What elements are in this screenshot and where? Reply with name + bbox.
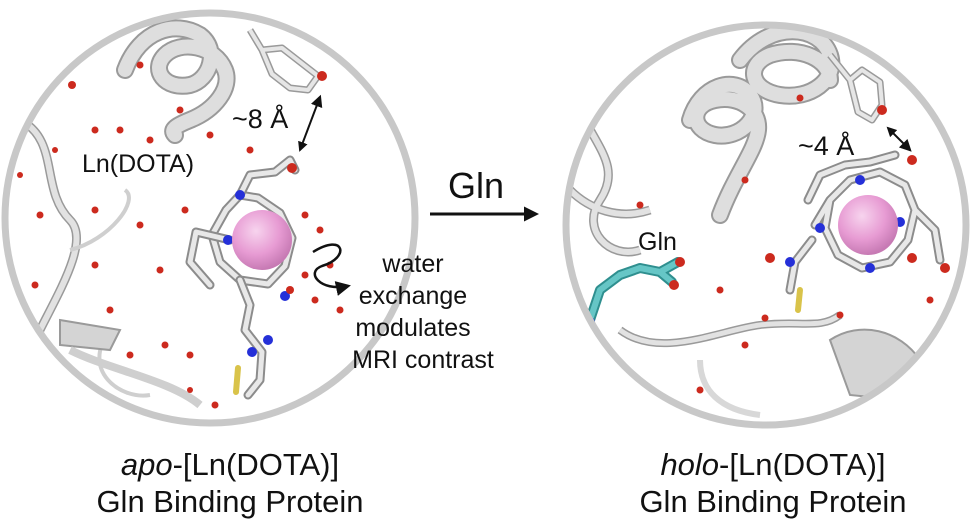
holo-caption: holo-[Ln(DOTA)] Gln Binding Protein — [573, 446, 973, 520]
gln-arrow-label: Gln — [448, 165, 504, 206]
tyrosine-oxygen — [317, 71, 327, 81]
ligand-label: Gln — [638, 228, 677, 256]
lanthanide-ion — [232, 210, 292, 270]
holo-view-border — [562, 21, 970, 429]
holo-distance-arrow — [886, 126, 912, 152]
apo-caption-line-2: Gln Binding Protein — [96, 484, 364, 519]
apo-distance-arrow — [298, 94, 323, 152]
holo-caption-suffix: -[Ln(DOTA)] — [719, 447, 886, 482]
holo-distance-label: ~4 Å — [798, 130, 854, 161]
water-molecules — [17, 61, 344, 409]
water-exchange-annotation: water exchange modulates MRI contrast — [352, 250, 494, 374]
apo-protein-view: ~8 Å Ln(DOTA) water exchange modulates M… — [1, 9, 494, 427]
holo-caption-prefix: holo — [660, 447, 720, 482]
holo-protein-view: ~4 Å Gln — [562, 21, 970, 429]
annotation-line-2: exchange — [359, 282, 467, 310]
holo-view-background — [566, 25, 966, 425]
apo-caption-suffix: -[Ln(DOTA)] — [172, 447, 340, 482]
apo-view-border — [1, 9, 419, 427]
annotation-line-1: water — [381, 250, 443, 278]
holo-caption-line-2: Gln Binding Protein — [639, 484, 907, 519]
annotation-line-4: MRI contrast — [352, 346, 494, 374]
annotation-line-3: modulates — [355, 314, 470, 342]
lanthanide-ion-holo — [838, 195, 898, 255]
water-exchange-arrow — [312, 243, 351, 296]
apo-caption-prefix: apo — [120, 447, 173, 482]
complex-label: Ln(DOTA) — [82, 150, 194, 178]
water-molecules-holo — [636, 94, 934, 394]
apo-distance-label: ~8 Å — [232, 103, 288, 134]
holo-caption-line-1: holo-[Ln(DOTA)] — [573, 446, 973, 483]
apo-caption-line-1: apo-[Ln(DOTA)] — [30, 446, 430, 483]
holo-protein-structure — [566, 25, 950, 418]
apo-protein-structure — [17, 19, 344, 409]
apo-caption: apo-[Ln(DOTA)] Gln Binding Protein — [30, 446, 430, 520]
binding-transition: Gln — [430, 165, 539, 222]
glutamine-ligand — [585, 257, 683, 325]
